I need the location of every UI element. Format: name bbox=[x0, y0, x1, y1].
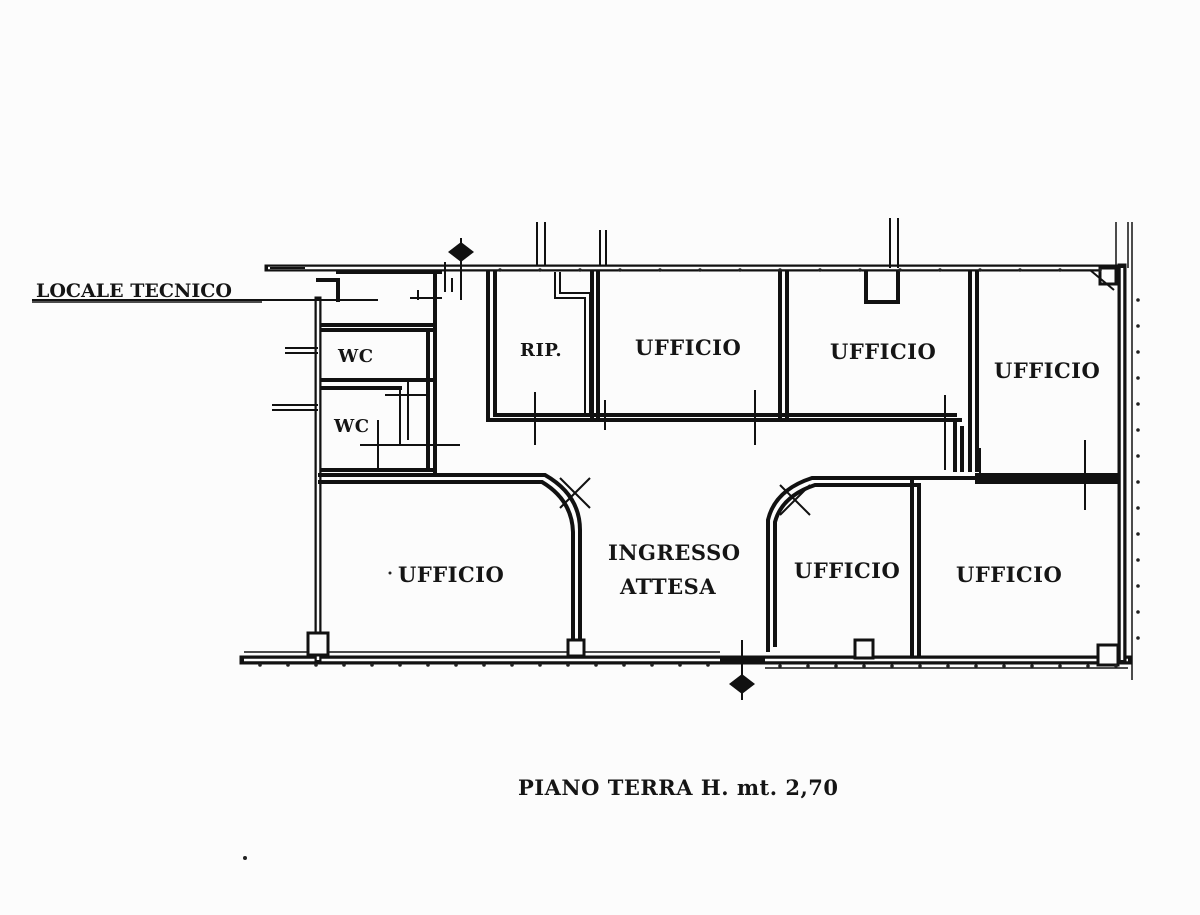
top-row-walls bbox=[486, 218, 1120, 510]
wall-hatch-dot bbox=[806, 664, 810, 668]
wall-hatch-dot bbox=[314, 663, 318, 667]
wall-hatch-dot bbox=[862, 664, 866, 668]
wall-hatch-dot bbox=[622, 663, 626, 667]
wall-hatch-dot bbox=[1136, 558, 1140, 562]
room-label-ingresso: INGRESSO bbox=[608, 540, 741, 565]
wall-hatch-dot bbox=[426, 663, 430, 667]
wall-hatch-dot bbox=[342, 663, 346, 667]
room-label-rip: RIP. bbox=[520, 340, 562, 361]
room-label-ufficio-bottom-mid: UFFICIO bbox=[794, 558, 900, 583]
wc-block-walls bbox=[316, 262, 460, 477]
wall-hatch-dot bbox=[286, 663, 290, 667]
wall-hatch-dot bbox=[1136, 532, 1140, 536]
wall-hatch-dot bbox=[918, 664, 922, 668]
wall-hatch-dot bbox=[454, 663, 458, 667]
wall-hatch-dot bbox=[482, 663, 486, 667]
wall-hatch-dot bbox=[578, 268, 582, 272]
wall-hatch-dot bbox=[818, 268, 822, 272]
wall-hatch-dot bbox=[1136, 610, 1140, 614]
wall-hatch-dot bbox=[974, 664, 978, 668]
wc-side-connections bbox=[270, 267, 318, 411]
wall-hatch-dot bbox=[678, 663, 682, 667]
wall-hatch-dot bbox=[510, 663, 514, 667]
wall-hatch-dot bbox=[834, 664, 838, 668]
wall-hatch-dot bbox=[1136, 376, 1140, 380]
wall-hatch-dot bbox=[1136, 636, 1140, 640]
wall-hatch-dot bbox=[258, 663, 262, 667]
wall-hatch-dot bbox=[738, 268, 742, 272]
wall-hatch-dot bbox=[650, 663, 654, 667]
wall-hatch-dot bbox=[594, 663, 598, 667]
wall-hatch-dot bbox=[1058, 268, 1062, 272]
wall-hatch-dot bbox=[1058, 664, 1062, 668]
wall-hatch-dot bbox=[1030, 664, 1034, 668]
wall-hatch-dot bbox=[1086, 664, 1090, 668]
wall-hatch-dot bbox=[1136, 402, 1140, 406]
wall-hatch-dot bbox=[538, 663, 542, 667]
wall-hatch-dot bbox=[1136, 298, 1140, 302]
wall-hatch-dot bbox=[698, 268, 702, 272]
wall-hatch-dot bbox=[1136, 454, 1140, 458]
wall-hatch-dots bbox=[258, 268, 1140, 668]
wall-hatch-dot bbox=[658, 268, 662, 272]
wall-hatch-dot bbox=[1018, 268, 1022, 272]
wall-hatch-dot bbox=[1098, 268, 1102, 272]
stray-dot bbox=[388, 571, 392, 575]
wall-hatch-dot bbox=[890, 664, 894, 668]
wall-hatch-dot bbox=[1136, 506, 1140, 510]
room-label-wc-lower: WC bbox=[333, 416, 370, 437]
wall-hatch-dot bbox=[706, 663, 710, 667]
room-label-wc-upper: WC bbox=[337, 346, 374, 367]
wall-hatch-dot bbox=[618, 268, 622, 272]
room-label-ufficio-top-1: UFFICIO bbox=[635, 335, 741, 360]
wall-hatch-dot bbox=[1002, 664, 1006, 668]
wall-hatch-dot bbox=[778, 664, 782, 668]
wall-hatch-dot bbox=[858, 268, 862, 272]
outer-wall-right bbox=[1115, 222, 1133, 680]
locale-tecnico-label: LOCALE TECNICO bbox=[36, 280, 232, 302]
wall-hatch-dot bbox=[1136, 428, 1140, 432]
room-label-ufficio-top-right: UFFICIO bbox=[994, 358, 1100, 383]
wall-hatch-dot bbox=[938, 268, 942, 272]
locale-tecnico-leader bbox=[32, 299, 330, 303]
wall-hatch-dot bbox=[566, 663, 570, 667]
room-label-attesa: ATTESA bbox=[619, 574, 716, 599]
wall-hatch-dot bbox=[1136, 350, 1140, 354]
entry-arrow-top-icon bbox=[448, 238, 474, 300]
room-label-ufficio-bottom-left: UFFICIO bbox=[398, 562, 504, 587]
bottom-row-walls bbox=[306, 266, 1120, 667]
wall-hatch-dot bbox=[1136, 584, 1140, 588]
outer-wall-bottom bbox=[239, 651, 1133, 669]
plan-caption: PIANO TERRA H. mt. 2,70 bbox=[518, 775, 839, 800]
wall-hatch-dot bbox=[498, 268, 502, 272]
wall-hatch-dot bbox=[978, 268, 982, 272]
wall-hatch-dot bbox=[778, 268, 782, 272]
wall-hatch-dot bbox=[398, 663, 402, 667]
wall-hatch-dot bbox=[370, 663, 374, 667]
entry-arrow-bottom-icon bbox=[729, 640, 755, 700]
stray-dot bbox=[243, 856, 247, 860]
wall-hatch-dot bbox=[1114, 664, 1118, 668]
wall-hatch-dot bbox=[1136, 480, 1140, 484]
room-label-ufficio-bottom-right: UFFICIO bbox=[956, 562, 1062, 587]
wall-hatch-dot bbox=[946, 664, 950, 668]
wall-hatch-dot bbox=[538, 268, 542, 272]
wall-hatch-dot bbox=[1136, 324, 1140, 328]
wall-hatch-dot bbox=[898, 268, 902, 272]
room-label-ufficio-top-2: UFFICIO bbox=[830, 339, 936, 364]
